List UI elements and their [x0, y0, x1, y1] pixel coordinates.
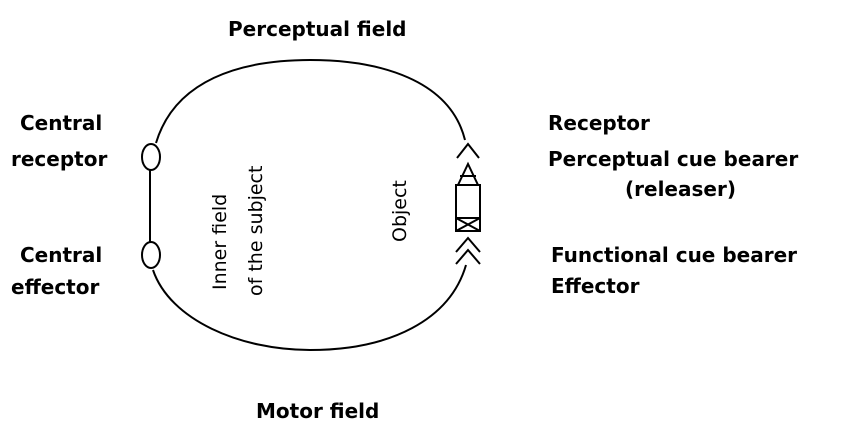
receptor-chevron — [456, 142, 480, 159]
motor-field-label: Motor field — [256, 399, 380, 423]
functional-cue-bearer-label: Functional cue bearer — [551, 243, 797, 267]
central-effector-label-line1: Central — [20, 243, 103, 267]
receptor-label: Receptor — [548, 111, 650, 135]
inner-field-label-line1: Inner field — [209, 193, 231, 290]
motor-field-arc — [152, 264, 467, 352]
inner-field-label-line2: of the subject — [245, 165, 267, 296]
central-receptor-label-line2: receptor — [11, 147, 108, 171]
effector-chevron-lower — [455, 248, 481, 265]
central-receptor-label-line1: Central — [20, 111, 103, 135]
object-shape — [455, 161, 481, 232]
effector-label: Effector — [551, 274, 640, 298]
central-receptor-circle — [141, 143, 161, 171]
perceptual-field-arc — [155, 58, 466, 144]
perceptual-field-label: Perceptual field — [228, 17, 407, 41]
object-label: Object — [389, 180, 411, 242]
central-effector-circle — [141, 241, 161, 269]
central-effector-label-line2: effector — [11, 275, 100, 299]
releaser-label: (releaser) — [625, 177, 736, 201]
perceptual-cue-bearer-label: Perceptual cue bearer — [548, 147, 799, 171]
effector-chevron-upper — [455, 236, 481, 253]
